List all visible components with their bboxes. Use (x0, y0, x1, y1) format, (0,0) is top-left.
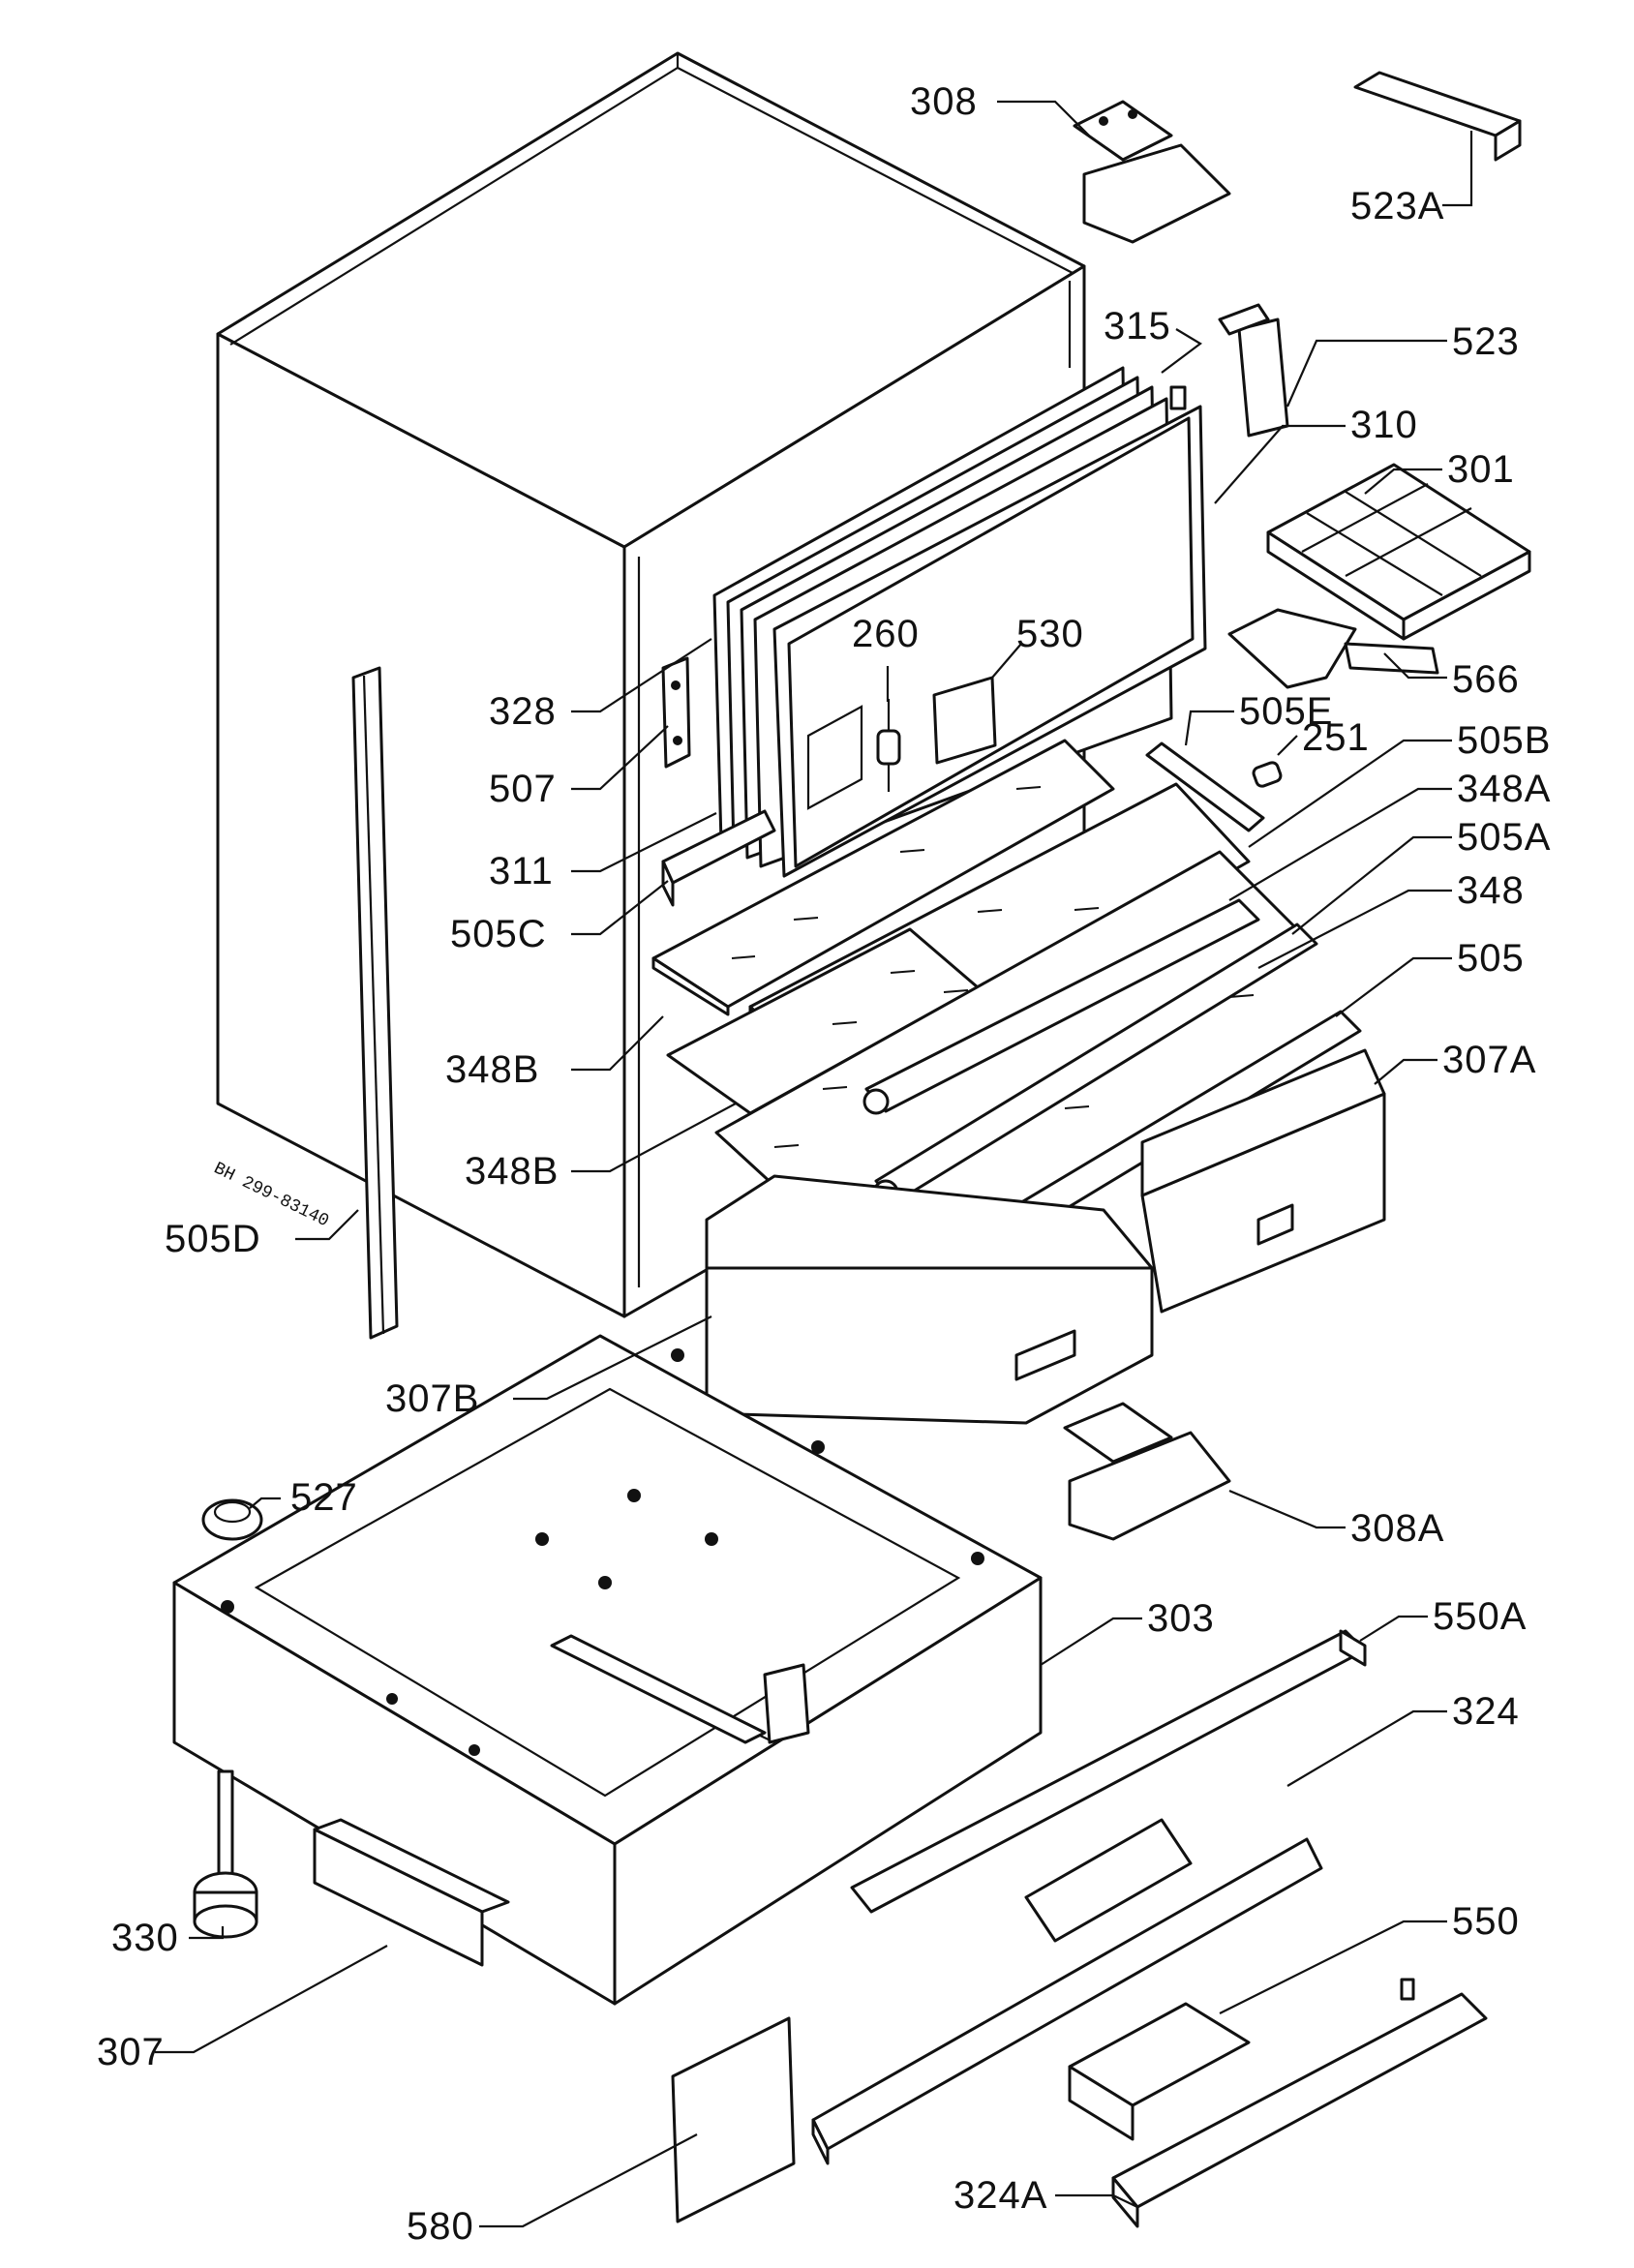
seal-505B (862, 898, 1260, 1115)
label-260: 260 (852, 613, 920, 655)
block-550 (1068, 2002, 1251, 2141)
label-328: 328 (489, 690, 557, 733)
label-301: 301 (1447, 448, 1515, 491)
label-324: 324 (1452, 1690, 1520, 1733)
label-505D: 505D (165, 1218, 261, 1260)
front-panel-307 (313, 1818, 510, 1967)
part-labels: 308 523A 315 523 310 301 328 260 530 566… (97, 80, 1551, 2248)
label-315: 315 (1104, 305, 1171, 348)
scoop-566 (1227, 608, 1439, 689)
label-523A: 523A (1350, 185, 1444, 227)
rail-550A (850, 1629, 1367, 1914)
foot-330 (193, 1769, 258, 1939)
label-348B-upper: 348B (445, 1048, 539, 1091)
hinge-523A (1353, 71, 1522, 162)
label-348A: 348A (1457, 768, 1551, 810)
label-308A: 308A (1350, 1507, 1444, 1550)
label-550A: 550A (1433, 1595, 1527, 1638)
label-310: 310 (1350, 404, 1418, 446)
label-307: 307 (97, 2031, 165, 2073)
label-330: 330 (111, 1917, 179, 1959)
cap-527 (201, 1498, 263, 1541)
shelf-348B-upper (651, 739, 1115, 1016)
label-251: 251 (1302, 716, 1370, 759)
label-580: 580 (407, 2205, 474, 2248)
part-260-valve (876, 699, 901, 792)
label-303: 303 (1147, 1597, 1215, 1640)
hinge-308A (1063, 1402, 1231, 1541)
label-348B-lower: 348B (465, 1150, 559, 1193)
label-308: 308 (910, 80, 978, 123)
ice-tray-301 (1266, 463, 1531, 641)
base-tray-303 (172, 1334, 1043, 2006)
label-550: 550 (1452, 1900, 1520, 1943)
pad-580 (671, 2016, 796, 2223)
hinge-523 (1218, 303, 1289, 438)
label-311: 311 (489, 850, 554, 892)
label-530: 530 (1016, 613, 1084, 655)
rail-324 (811, 1818, 1323, 2165)
seal-strip-505D (351, 666, 399, 1340)
leader-lines (155, 100, 1473, 2228)
shelf-center-marks (731, 786, 1255, 1148)
part-530-pad (932, 676, 997, 765)
label-505E: 505E (1239, 690, 1333, 733)
label-527: 527 (290, 1476, 358, 1519)
label-324A: 324A (953, 2174, 1047, 2217)
label-566: 566 (1452, 658, 1520, 701)
label-505A: 505A (1457, 816, 1551, 859)
label-307A: 307A (1442, 1039, 1536, 1081)
box-307B (705, 1174, 1154, 1425)
label-507: 507 (489, 768, 557, 810)
label-505B: 505B (1457, 719, 1551, 762)
part-507-bracket (661, 656, 691, 769)
box-307A (1140, 1048, 1386, 1314)
label-505: 505 (1457, 937, 1525, 980)
label-505C: 505C (450, 913, 547, 955)
part-505C-profile (661, 809, 776, 907)
seal-505E (1145, 741, 1265, 832)
label-348: 348 (1457, 869, 1525, 912)
hinge-308 (1073, 100, 1231, 244)
part-251-cap (1252, 761, 1283, 788)
label-523: 523 (1452, 320, 1520, 363)
label-307B: 307B (385, 1377, 479, 1420)
